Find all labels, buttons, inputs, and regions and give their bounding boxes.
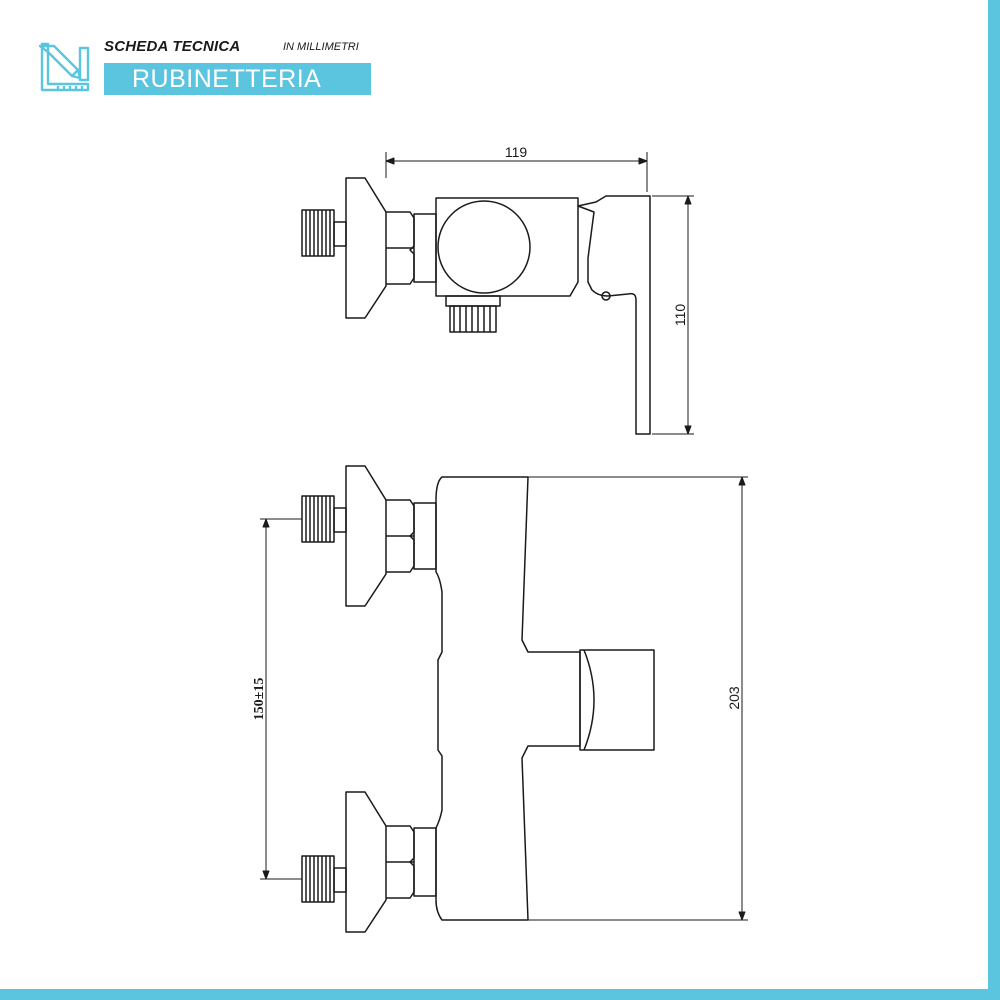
front-lower-inlet xyxy=(301,791,437,933)
dim-label-110: 110 xyxy=(672,304,688,327)
dim-110 xyxy=(652,195,694,435)
dim-label-203: 203 xyxy=(726,686,742,710)
side-escutcheon xyxy=(345,177,387,319)
side-outlet xyxy=(445,295,501,333)
dim-119 xyxy=(385,152,648,192)
frame-bottom-border xyxy=(0,989,1000,1000)
ruler-pencil-icon xyxy=(38,42,90,92)
front-handle xyxy=(579,649,655,751)
dim-label-150: 150±15 xyxy=(252,678,267,721)
frame-right-border xyxy=(988,0,1000,1000)
front-view xyxy=(260,465,748,933)
side-nut xyxy=(386,211,437,285)
side-view xyxy=(301,152,694,435)
side-thread xyxy=(301,209,347,257)
header-category-band: RUBINETTERIA xyxy=(104,63,371,95)
header-title: SCHEDA TECNICA xyxy=(104,38,241,55)
dim-label-119: 119 xyxy=(505,144,528,160)
side-lever xyxy=(577,195,651,435)
dim-150 xyxy=(260,518,302,880)
dim-203 xyxy=(528,476,748,921)
front-upper-inlet xyxy=(301,465,437,607)
front-body xyxy=(435,476,581,921)
header-subtitle: IN MILLIMETRI xyxy=(283,41,359,53)
side-body xyxy=(435,197,579,297)
side-knob xyxy=(437,200,531,294)
